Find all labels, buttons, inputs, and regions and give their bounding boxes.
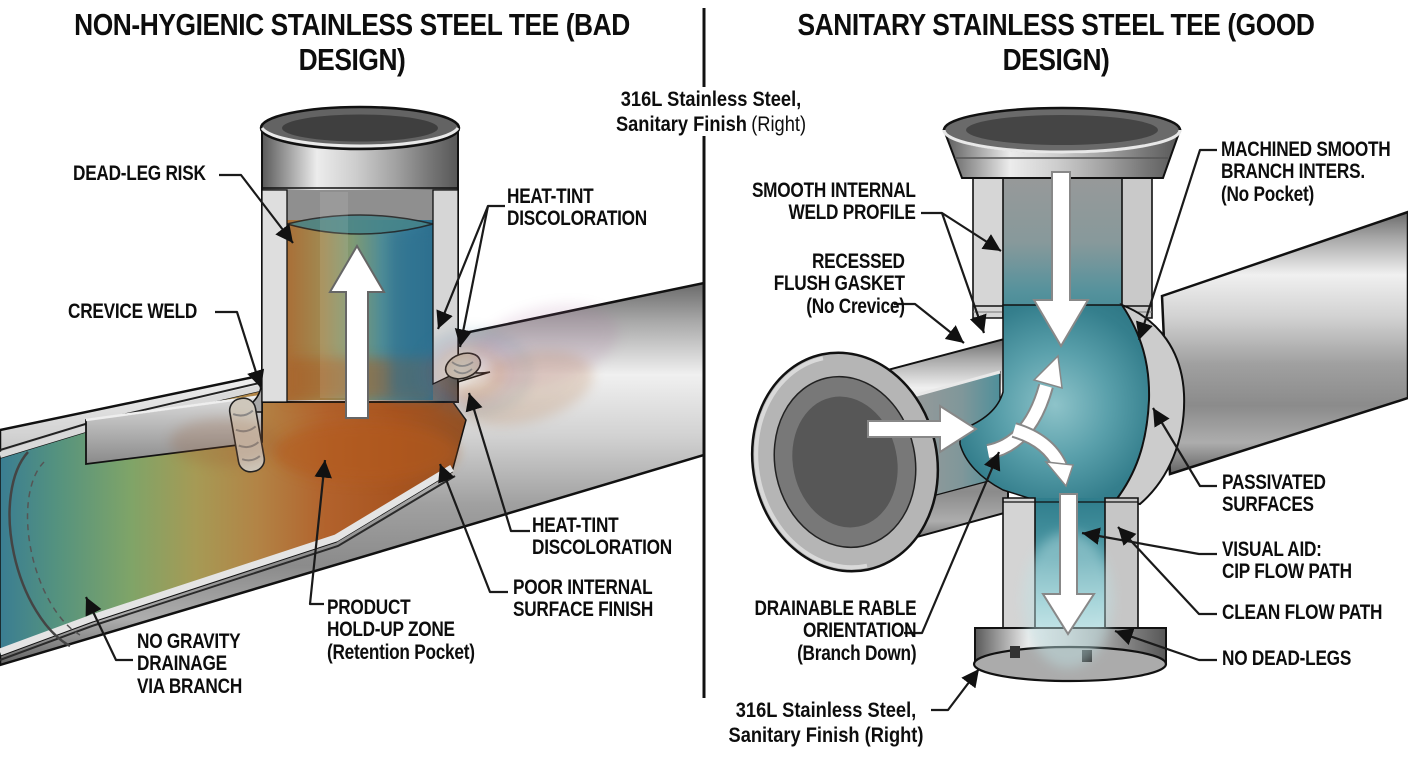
label-no-gravity-drainage: NO GRAVITY DRAINAGE VIA BRANCH: [137, 630, 243, 698]
label-heat-tint-lower: HEAT-TINT DISCOLORATION: [532, 514, 672, 560]
inlet-right-arrow-icon: [867, 404, 978, 454]
label-product-holdup-zone: PRODUCT HOLD-UP ZONE (Retention Pocket): [327, 596, 475, 664]
right-diagram-illustration: [750, 106, 1408, 683]
label-smooth-internal-weld: SMOOTH INTERNAL WELD PROFILE: [752, 179, 916, 225]
right-panel-title: SANITARY STAINLESS STEEL TEE (GOOD DESIG…: [797, 7, 1315, 77]
material-note-top: 316L Stainless Steel, Sanitary Finish(Ri…: [583, 87, 839, 137]
label-no-dead-legs: NO DEAD-LEGS: [1222, 647, 1352, 670]
pipe-end-cut: [8, 451, 71, 648]
label-drainable-orientation: DRAINABLE RABLE ORIENTATION (Branch Down…: [754, 597, 916, 665]
curved-down-arrow-icon: [1011, 422, 1075, 488]
label-clean-flow-path: CLEAN FLOW PATH: [1222, 601, 1383, 624]
retention-pool: [273, 422, 457, 482]
bulge-wall: [1114, 302, 1186, 506]
left-panel-title: NON-HYGIENIC STAINLESS STEEL TEE (BAD DE…: [74, 7, 630, 77]
label-crevice-weld: CREVICE WELD: [68, 300, 198, 323]
material-note-bottom: 316L Stainless Steel, Sanitary Finish (R…: [728, 698, 924, 747]
label-visual-aid-cip: VISUAL AID: CIP FLOW PATH: [1222, 538, 1352, 584]
label-dead-leg-risk: DEAD-LEG RISK: [73, 162, 206, 185]
drain-down-arrow-icon: [1041, 493, 1096, 636]
label-machined-smooth-branch: MACHINED SMOOTH BRANCH INTERS. (No Pocke…: [1221, 138, 1391, 206]
cip-down-arrow-icon: [1032, 171, 1090, 348]
right-main-pipe: [1160, 210, 1408, 476]
label-poor-internal-finish: POOR INTERNAL SURFACE FINISH: [513, 576, 654, 622]
upward-flow-arrow-icon: [328, 244, 386, 419]
leader-lines: [85, 148, 1217, 712]
label-passivated-surfaces: PASSIVATED SURFACES: [1222, 471, 1326, 517]
label-recessed-flush-gasket: RECESSED FLUSH GASKET (No Crevice): [774, 250, 905, 318]
label-heat-tint-upper: HEAT-TINT DISCOLORATION: [507, 185, 647, 231]
